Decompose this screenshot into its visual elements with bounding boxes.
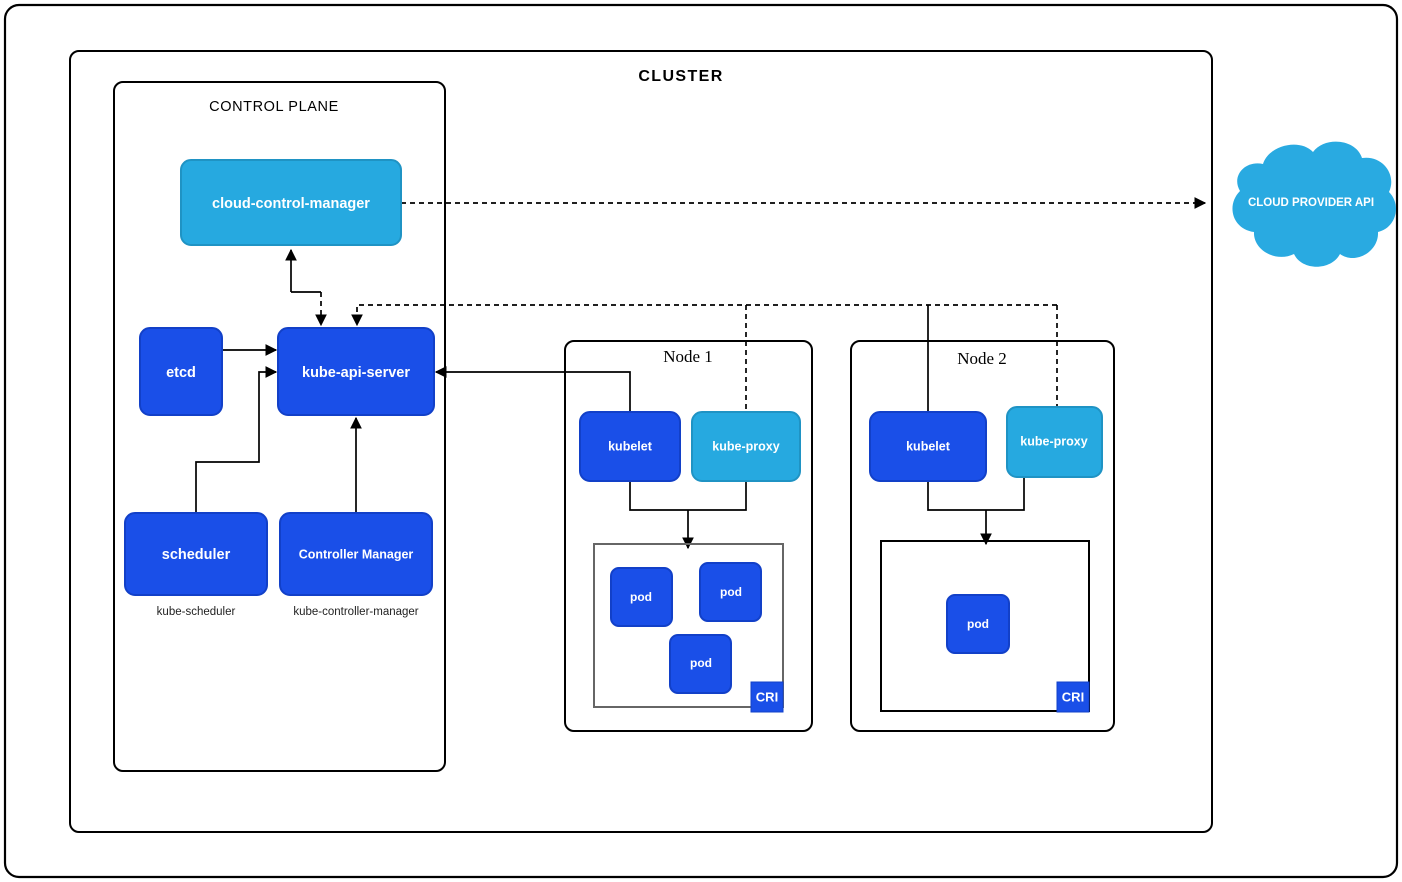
box-node1-kube-proxy[interactable]: kube-proxy bbox=[691, 411, 801, 482]
link-node1-kubelet-to-cri bbox=[629, 481, 747, 511]
node2-kubelet-label: kubelet bbox=[906, 439, 951, 453]
node1-cri-label: CRI bbox=[756, 689, 778, 704]
node2-cri-badge: CRI bbox=[1056, 681, 1090, 713]
kube-api-server-label: kube-api-server bbox=[302, 365, 410, 381]
node1-pod-2[interactable]: pod bbox=[699, 562, 762, 622]
box-node2-kubelet[interactable]: kubelet bbox=[869, 411, 987, 482]
box-controller-manager[interactable]: Controller Manager bbox=[279, 512, 433, 596]
box-node1-kubelet[interactable]: kubelet bbox=[579, 411, 681, 482]
cloud-icon bbox=[1232, 141, 1396, 267]
node1-kubelet-label: kubelet bbox=[608, 439, 653, 453]
box-kube-api-server[interactable]: kube-api-server bbox=[277, 327, 435, 416]
box-node2-kube-proxy[interactable]: kube-proxy bbox=[1006, 406, 1103, 478]
cluster-box bbox=[69, 50, 1213, 833]
box-etcd[interactable]: etcd bbox=[139, 327, 223, 416]
control-plane-box bbox=[113, 81, 446, 772]
node1-pod-3-label: pod bbox=[690, 656, 712, 670]
node2-container-runtime bbox=[880, 540, 1090, 712]
scheduler-sublabel: kube-scheduler bbox=[157, 606, 236, 618]
node1-cri-badge: CRI bbox=[750, 681, 784, 713]
etcd-label: etcd bbox=[166, 365, 196, 381]
scheduler-label: scheduler bbox=[162, 547, 231, 563]
link-scheduler-to-api bbox=[195, 366, 278, 513]
controller-manager-label: Controller Manager bbox=[299, 547, 414, 561]
cloud-control-manager-label: cloud-control-manager bbox=[212, 196, 370, 212]
node2-kube-proxy-label: kube-proxy bbox=[1020, 434, 1087, 448]
node1-pod-1[interactable]: pod bbox=[610, 567, 673, 627]
node1-kube-proxy-label: kube-proxy bbox=[712, 439, 779, 453]
node2-cri-label: CRI bbox=[1062, 689, 1084, 704]
node1-pod-1-label: pod bbox=[630, 590, 652, 604]
link-node2-kubelet-to-cri bbox=[927, 477, 1025, 511]
link-nodes-bus-to-api bbox=[351, 304, 1057, 327]
node1-pod-3[interactable]: pod bbox=[669, 634, 732, 694]
node1-container-runtime bbox=[593, 543, 784, 708]
cluster-title: CLUSTER bbox=[638, 68, 723, 85]
cloud-provider-api-label: CLOUD PROVIDER API bbox=[1248, 197, 1374, 209]
outer-frame bbox=[3, 3, 1399, 879]
box-cloud-control-manager[interactable]: cloud-control-manager bbox=[180, 159, 402, 246]
node-1-title: Node 1 bbox=[663, 347, 713, 366]
controller-manager-sublabel: kube-controller-manager bbox=[293, 606, 418, 618]
control-plane-title: CONTROL PLANE bbox=[209, 99, 339, 115]
node-2-title: Node 2 bbox=[957, 349, 1007, 368]
node2-pod-1[interactable]: pod bbox=[946, 594, 1010, 654]
node1-pod-2-label: pod bbox=[720, 585, 742, 599]
node2-pod-1-label: pod bbox=[967, 617, 989, 631]
cloud-provider-api[interactable]: CLOUD PROVIDER API bbox=[1232, 141, 1396, 267]
link-node1-kubelet-to-api bbox=[434, 366, 631, 412]
node-2-box bbox=[850, 340, 1115, 732]
node-1-box bbox=[564, 340, 813, 732]
box-scheduler[interactable]: scheduler bbox=[124, 512, 268, 596]
